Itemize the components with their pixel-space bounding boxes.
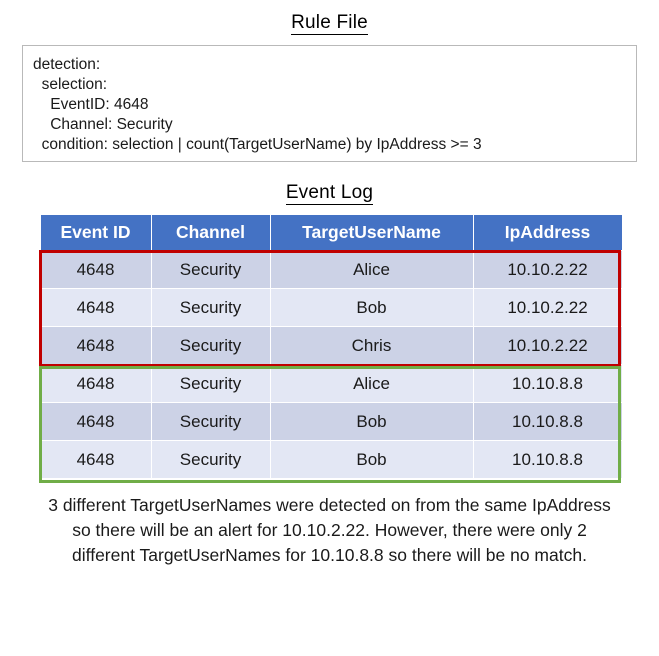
cell-channel: Security <box>151 326 271 365</box>
cell-ip-address: 10.10.8.8 <box>473 440 622 479</box>
cell-target-user-name: Alice <box>270 364 474 403</box>
table-row: 4648 Security Alice 10.10.2.22 <box>40 250 622 289</box>
column-header-target-user-name: TargetUserName <box>270 215 474 251</box>
cell-target-user-name: Bob <box>270 288 474 327</box>
column-header-channel: Channel <box>151 215 271 251</box>
cell-target-user-name: Bob <box>270 402 474 441</box>
cell-ip-address: 10.10.8.8 <box>473 364 622 403</box>
table-row: 4648 Security Bob 10.10.2.22 <box>40 288 622 327</box>
cell-target-user-name: Bob <box>270 440 474 479</box>
rule-line-channel: Channel: Security <box>33 116 173 133</box>
table-row: 4648 Security Chris 10.10.2.22 <box>40 326 622 365</box>
cell-channel: Security <box>151 288 271 327</box>
cell-event-id: 4648 <box>40 364 152 403</box>
rule-file-title-text: Rule File <box>291 12 368 35</box>
column-header-event-id: Event ID <box>40 215 152 251</box>
cell-event-id: 4648 <box>40 440 152 479</box>
cell-event-id: 4648 <box>40 402 152 441</box>
rule-line-selection: selection: <box>33 76 108 93</box>
table-row: 4648 Security Bob 10.10.8.8 <box>40 440 622 479</box>
rule-line-condition: condition: selection | count(TargetUserN… <box>33 136 482 153</box>
cell-event-id: 4648 <box>40 288 152 327</box>
rule-file-title: Rule File <box>0 12 659 35</box>
cell-ip-address: 10.10.2.22 <box>473 250 622 289</box>
cell-target-user-name: Alice <box>270 250 474 289</box>
cell-ip-address: 10.10.2.22 <box>473 326 622 365</box>
cell-channel: Security <box>151 364 271 403</box>
cell-target-user-name: Chris <box>270 326 474 365</box>
cell-event-id: 4648 <box>40 250 152 289</box>
rule-line-detection: detection: <box>33 56 101 73</box>
event-log-title-text: Event Log <box>285 182 374 205</box>
table-row: 4648 Security Alice 10.10.8.8 <box>40 364 622 403</box>
event-log-title: Event Log <box>0 182 659 205</box>
event-log-table: Event ID Channel TargetUserName IpAddres… <box>40 215 622 479</box>
column-header-ip-address: IpAddress <box>473 215 622 251</box>
table-row: 4648 Security Bob 10.10.8.8 <box>40 402 622 441</box>
cell-ip-address: 10.10.2.22 <box>473 288 622 327</box>
cell-event-id: 4648 <box>40 326 152 365</box>
cell-ip-address: 10.10.8.8 <box>473 402 622 441</box>
event-log-table-wrap: Event ID Channel TargetUserName IpAddres… <box>38 215 622 483</box>
table-header-row: Event ID Channel TargetUserName IpAddres… <box>40 215 622 251</box>
explanation-caption: 3 different TargetUserNames were detecte… <box>48 495 611 565</box>
cell-channel: Security <box>151 250 271 289</box>
cell-channel: Security <box>151 440 271 479</box>
rule-line-eventid: EventID: 4648 <box>33 96 149 113</box>
cell-channel: Security <box>151 402 271 441</box>
rule-file-box: detection: selection: EventID: 4648 Chan… <box>22 45 637 162</box>
